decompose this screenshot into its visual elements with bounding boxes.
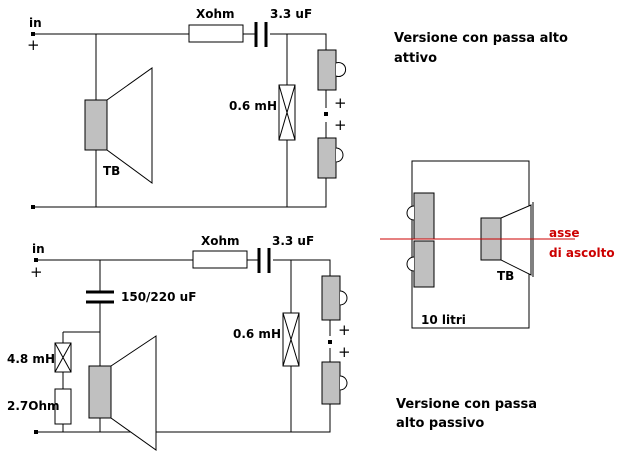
upper-tweeter-plus-2: + bbox=[334, 116, 347, 134]
upper-tweeter-bottom bbox=[317, 137, 344, 179]
upper-resistor bbox=[188, 24, 244, 43]
lower-zobel-resistor-label: 2.7Ohm bbox=[7, 399, 60, 413]
cabinet-tweeter-top bbox=[406, 192, 435, 240]
cabinet-diagram: TB 10 litri asse di ascolto bbox=[380, 160, 615, 329]
lower-woofer-capacitor bbox=[86, 290, 114, 304]
lower-circuit: in + Xohm 3.3 uF 150/220 uF 4.8 mH 2.7Oh… bbox=[7, 234, 537, 451]
lower-woofer-cap-label: 150/220 uF bbox=[121, 290, 196, 304]
cabinet-volume-label: 10 litri bbox=[421, 313, 466, 327]
listening-axis-label-line2: di ascolto bbox=[549, 246, 615, 260]
lower-tweeter-bottom bbox=[321, 361, 348, 405]
upper-plus-label: + bbox=[27, 36, 40, 54]
upper-woofer-label: TB bbox=[103, 164, 120, 178]
lower-zobel-inductor bbox=[54, 342, 72, 373]
upper-tweeter-top bbox=[317, 49, 347, 91]
lower-caption-line1: Versione con passa bbox=[396, 397, 537, 412]
cabinet-woofer-label: TB bbox=[497, 269, 514, 283]
lower-caption-line2: alto passivo bbox=[396, 416, 484, 431]
cabinet-tweeter-bottom bbox=[406, 240, 435, 288]
lower-tweeter-top bbox=[321, 275, 348, 321]
upper-tweeter-plus-1: + bbox=[334, 94, 347, 112]
upper-capacitor-label: 3.3 uF bbox=[270, 7, 312, 21]
lower-ground-terminal bbox=[34, 430, 38, 434]
lower-input-terminal bbox=[34, 258, 38, 262]
upper-ground-terminal bbox=[31, 205, 35, 209]
upper-woofer bbox=[84, 67, 153, 184]
lower-bottom-wire bbox=[38, 404, 331, 433]
upper-resistor-label: Xohm bbox=[196, 7, 235, 21]
upper-top-wire bbox=[35, 33, 327, 50]
lower-resistor bbox=[192, 250, 248, 269]
lower-woofer bbox=[88, 335, 157, 451]
upper-caption-line2: attivo bbox=[394, 51, 437, 66]
lower-resistor-label: Xohm bbox=[201, 234, 240, 248]
lower-zobel-resistor bbox=[54, 388, 72, 425]
upper-inductor-label: 0.6 mH bbox=[229, 99, 277, 113]
lower-plus-label: + bbox=[30, 263, 43, 281]
upper-bottom-wire bbox=[35, 178, 327, 208]
lower-capacitor bbox=[257, 248, 271, 273]
lower-capacitor-label: 3.3 uF bbox=[272, 234, 314, 248]
lower-inductor-label: 0.6 mH bbox=[233, 327, 281, 341]
upper-caption-line1: Versione con passa alto bbox=[394, 31, 568, 46]
listening-axis-label-line1: asse bbox=[549, 226, 580, 240]
upper-capacitor bbox=[254, 22, 268, 47]
upper-inductor bbox=[278, 84, 296, 141]
lower-zobel-inductor-label: 4.8 mH bbox=[7, 352, 55, 366]
lower-input-label: in bbox=[32, 242, 45, 256]
upper-input-terminal bbox=[31, 32, 35, 36]
upper-circuit: in + Xohm 3.3 uF TB 0.6 mH bbox=[27, 7, 568, 209]
lower-top-wire bbox=[38, 259, 331, 276]
lower-inductor bbox=[282, 312, 300, 367]
lower-tweeter-plus-1: + bbox=[338, 321, 351, 339]
upper-input-label: in bbox=[29, 16, 42, 30]
lower-tweeter-plus-2: + bbox=[338, 343, 351, 361]
